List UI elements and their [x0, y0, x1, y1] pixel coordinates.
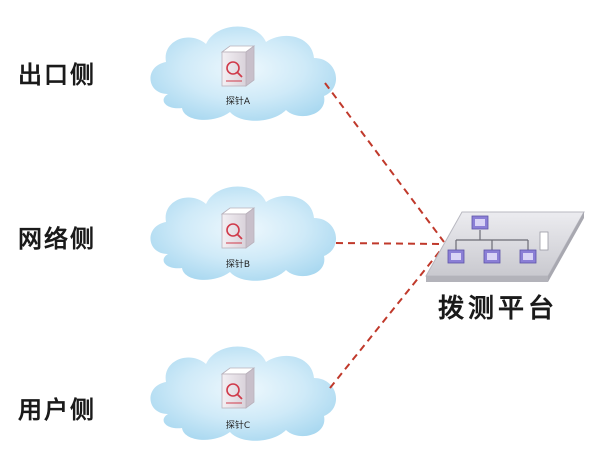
probe-b-icon — [221, 207, 255, 249]
probe-a-icon — [221, 45, 255, 87]
probe-c-icon — [221, 367, 255, 409]
network-topology-icon — [425, 211, 585, 282]
link-b-to-platform — [335, 242, 445, 245]
probe-b-label: 探针B — [226, 258, 250, 270]
network-side-label: 网络侧 — [18, 225, 96, 253]
probe-c-label: 探针C — [226, 419, 250, 431]
link-a-to-platform — [324, 82, 445, 243]
user-side-label: 用户侧 — [18, 396, 96, 424]
probe-a-label: 探针A — [226, 95, 251, 107]
platform-label: 拨测平台 — [438, 294, 559, 324]
exit-side-label: 出口侧 — [18, 61, 96, 89]
link-c-to-platform — [329, 245, 445, 389]
